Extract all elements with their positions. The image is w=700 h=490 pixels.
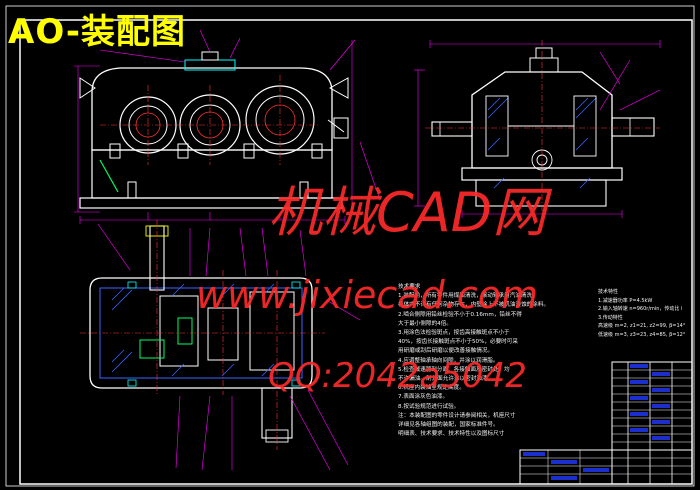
note-line: 7.表面涂灰色油漆。 — [398, 394, 449, 401]
note-line: 机体内不许有任何杂物存在，内壁涂上不被机油浸蚀的涂料。 — [398, 302, 550, 309]
note-line: 8.按试验规范进行试验。 — [398, 403, 460, 410]
note-line: 详细见各轴组图的装配，国家标准件号。 — [398, 422, 499, 429]
spec-line: 2.输入轴转速 n=960r/min，传动比 i — [598, 306, 683, 313]
note-line: 40%，按齿长接触斑点不小于50%，必要时可采 — [398, 339, 518, 346]
drawing-frame — [19, 19, 693, 485]
note-line: 不许漏油。剖分面允许涂以密封油漆。 — [398, 376, 494, 383]
parts-list — [519, 361, 693, 485]
specs-heading: 技术特性 — [598, 289, 619, 295]
plan-view — [80, 220, 361, 471]
technical-specs: 技术特性 1.减速器功率 P=4.5kW 2.输入轴转速 n=960r/min，… — [598, 288, 690, 340]
note-line: 注：本装配图的零件设计请参阅相关，机座尺寸 — [398, 412, 516, 419]
note-line: 5.检查减速器剖分面、各接触面及密封处，均 — [398, 366, 510, 373]
notes-heading: 技术要求 — [398, 284, 421, 290]
note-line: 3.用涂色法检验斑点，按齿高接触斑点不小于 — [398, 330, 510, 337]
side-view — [414, 40, 661, 218]
note-line: 1.装配前，所有零件用煤油清洗，滚动轴承用汽油清洗， — [398, 293, 538, 300]
note-line: 4.应调整轴承轴向间隙，并涂以润滑脂。 — [398, 357, 499, 364]
spec-line: 低速级 m=3, z3=23, z4=85, β=12° — [598, 331, 686, 338]
front-view — [74, 29, 381, 224]
note-line: 明细表、技术要求、技术特性以及图标尺寸 — [398, 431, 505, 438]
note-line: 6.机座内装油至规定高度。 — [398, 385, 465, 392]
spec-line: 3.传动特性 — [598, 314, 623, 321]
note-line: 2.啮合侧隙用铅丝检验不小于0.16mm，铅丝不得 — [398, 311, 522, 318]
drawing-title: AO-装配图 — [8, 12, 186, 52]
spec-line: 高速级 m=2, z1=21, z2=99, β=14° — [598, 323, 686, 330]
note-line: 大于最小侧隙的4倍。 — [398, 320, 452, 327]
watermark-qq: QQ:2042a5042 — [268, 356, 527, 396]
spec-line: 1.减速器功率 P=4.5kW — [598, 297, 653, 304]
watermark-url: www.jixiecad.com — [196, 273, 538, 317]
technical-requirements: 技术要求 1.装配前，所有零件用煤油清洗，滚动轴承用汽油清洗， 机体内不许有任何… — [398, 283, 608, 439]
note-line: 用研磨或刮后研磨以便改善接触情况。 — [398, 348, 494, 355]
outer-border — [5, 5, 695, 487]
watermark-site-name: 机械CAD网 — [268, 181, 547, 244]
